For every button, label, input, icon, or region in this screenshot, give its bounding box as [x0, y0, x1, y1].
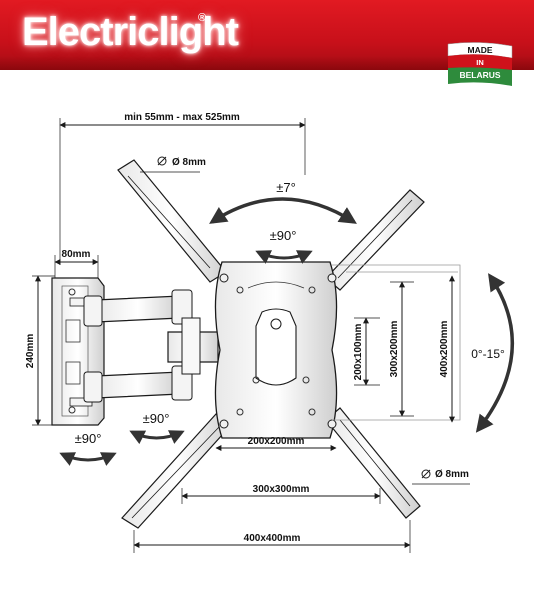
swivel-arm-mid-label: ±90° [143, 411, 170, 426]
rotation-indicator-plate: ±90° [255, 228, 313, 264]
swivel-arm-top-label: ±90° [270, 228, 297, 243]
badge-text-in: IN [476, 58, 484, 67]
vesa-200x200-label: 200x200mm [248, 436, 305, 447]
wall-plate-width-label: 80mm [62, 249, 91, 260]
rear-mounting-plate [214, 261, 338, 439]
vesa-400x200-label: 400x200mm [439, 321, 450, 378]
rotation-indicator-arm: ±90° [129, 411, 185, 445]
wall-plate-height-dimension: 240mm [25, 275, 55, 426]
hole-callout-top: Ø 8mm [140, 156, 206, 173]
vesa-300x200-label: 300x200mm [389, 321, 400, 378]
brand-logo: Electriclight [22, 10, 239, 54]
vesa-vertical-dimensions: 200x100mm 300x200mm 400x200mm [353, 275, 455, 423]
hole-top-label: Ø 8mm [172, 157, 206, 168]
hole-bottom-label: Ø 8mm [435, 469, 469, 480]
badge-text-belarus: BELARUS [459, 70, 500, 80]
arm-range-label: min 55mm - max 525mm [124, 112, 240, 123]
registered-mark: ® [198, 12, 207, 24]
articulating-arms [83, 289, 219, 403]
badge-red-stripe [448, 54, 512, 70]
vesa-200x100-label: 200x100mm [353, 324, 364, 381]
vesa-arm-top-left [117, 159, 227, 283]
badge-text-made: MADE [467, 45, 492, 55]
vesa-300x300-label: 300x300mm [253, 484, 310, 495]
vesa-horizontal-dimensions: 200x200mm 300x300mm 400x400mm [133, 436, 411, 553]
wall-plate-width-dimension: 80mm [54, 249, 99, 278]
made-in-belarus-badge: MADE IN BELARUS [447, 42, 513, 86]
tilt-arc: 0°-15° [471, 273, 515, 433]
swivel-arm-bottom-label: ±90° [75, 431, 102, 446]
tilt-label: 0°-15° [471, 347, 505, 361]
swivel-top-label: ±7° [276, 180, 296, 195]
badge-green-stripe [448, 67, 512, 86]
wall-plate-height-label: 240mm [25, 334, 36, 369]
hole-callout-bottom: Ø 8mm [412, 469, 470, 485]
tv-outline [332, 264, 461, 421]
rotation-indicator-wall: ±90° [59, 431, 117, 466]
header-shadow [0, 56, 534, 70]
vesa-400x400-label: 400x400mm [244, 533, 301, 544]
swivel-arc-top: ±7° [209, 180, 357, 224]
arm-range-dimension: min 55mm - max 525mm [59, 112, 306, 265]
brand-header [0, 0, 534, 70]
